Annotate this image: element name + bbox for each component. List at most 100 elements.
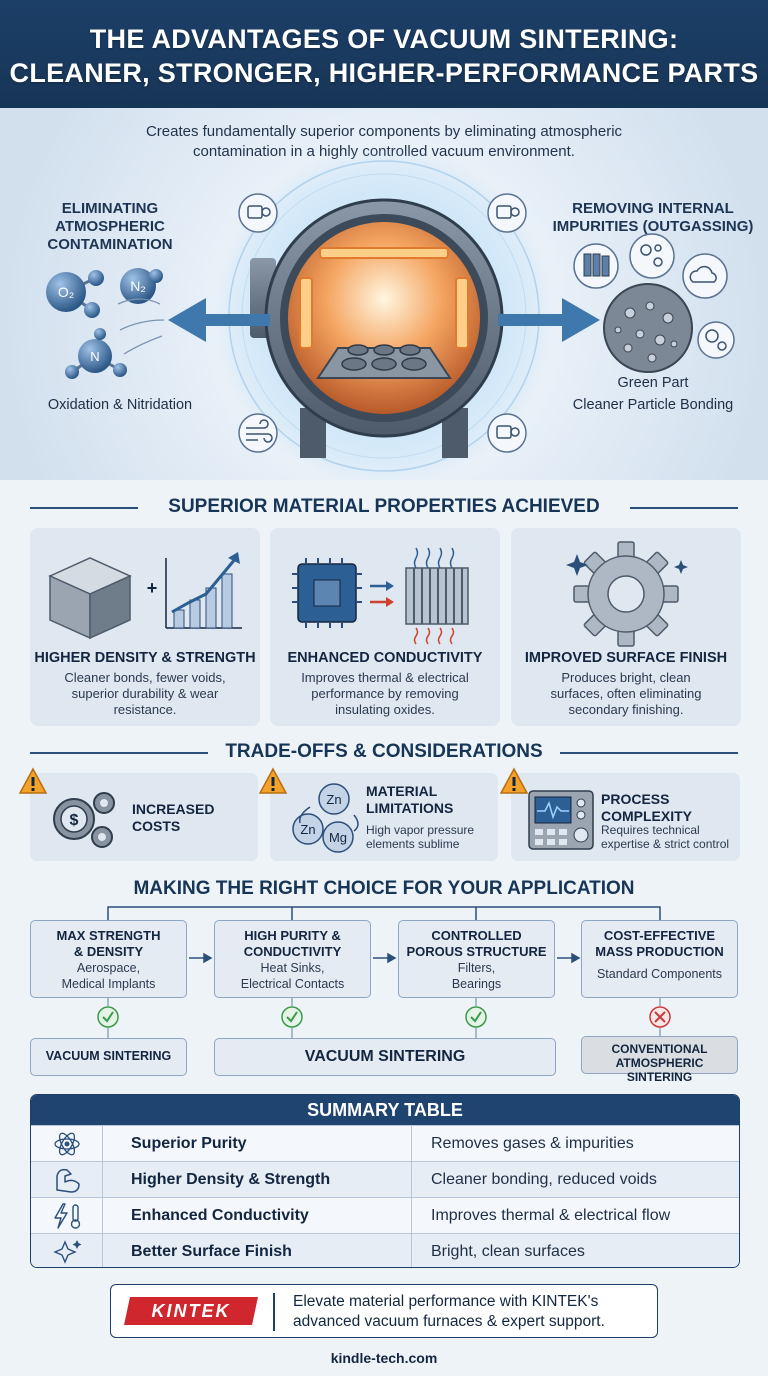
- svg-text:N₂: N₂: [130, 278, 146, 294]
- control-panel-icon: [528, 790, 594, 850]
- svg-text:N: N: [90, 349, 99, 364]
- bolt-thermometer-icon: [54, 1203, 81, 1229]
- check-icon: [97, 1006, 119, 1028]
- result-vacuum-sintering-middle: VACUUM SINTERING: [214, 1038, 556, 1076]
- page-title-line1: THE ADVANTAGES OF VACUUM SINTERING:: [89, 24, 679, 54]
- warning-icon: [499, 767, 529, 794]
- header-banner: THE ADVANTAGES OF VACUUM SINTERING: CLEA…: [0, 0, 768, 108]
- vacuum-furnace-icon: [250, 198, 504, 458]
- right-hero-title: REMOVING INTERNAL IMPURITIES (OUTGASSING…: [552, 200, 754, 235]
- gas-cloud-icon: [682, 253, 728, 299]
- cross-icon: [649, 1006, 671, 1028]
- property-name: HIGHER DENSITY & STRENGTH: [34, 650, 256, 666]
- kintek-logo: KINTEK: [124, 1297, 258, 1325]
- summary-value: Improves thermal & electrical flow: [431, 1207, 671, 1224]
- pump-icon: [487, 193, 527, 233]
- choice-connectors: [97, 906, 671, 1038]
- right-hero-caption: Green Part Cleaner Particle Bonding: [572, 375, 734, 413]
- property-card-surface: IMPROVED SURFACE FINISH Produces bright,…: [511, 528, 741, 726]
- option-title: CONTROLLED POROUS STRUCTURE: [406, 928, 547, 959]
- table-row: Superior Purity Removes gases & impuriti…: [31, 1125, 739, 1162]
- warning-icon: [18, 767, 48, 794]
- choice-option-strength: MAX STRENGTH & DENSITY Aerospace, Medica…: [30, 920, 187, 998]
- warning-icon: [258, 767, 288, 794]
- property-name: IMPROVED SURFACE FINISH: [524, 650, 728, 666]
- option-title: COST-EFFECTIVE MASS PRODUCTION: [595, 928, 724, 959]
- summary-key: Higher Density & Strength: [131, 1171, 331, 1188]
- flexed-arm-icon: [56, 1168, 80, 1193]
- outward-arrow-left: [168, 298, 270, 342]
- option-desc: Heat Sinks, Electrical Contacts: [240, 961, 345, 991]
- option-desc: Standard Components: [596, 967, 723, 981]
- table-row: Better Surface Finish Bright, clean surf…: [31, 1233, 739, 1267]
- molecule-n2-icon: N₂: [120, 268, 163, 304]
- property-desc: Cleaner bonds, fewer voids, superior dur…: [64, 670, 226, 717]
- outward-arrow-right: [498, 298, 600, 342]
- footer-url[interactable]: kindle-tech.com: [330, 1350, 438, 1366]
- pump-icon: [238, 193, 278, 233]
- tradeoff-card-costs: $ INCREASED COSTS: [18, 767, 258, 861]
- option-title: HIGH PURITY & CONDUCTIVITY: [243, 928, 342, 959]
- properties-heading: SUPERIOR MATERIAL PROPERTIES ACHIEVED: [0, 496, 768, 518]
- tradeoff-desc: High vapor pressure elements sublime: [366, 823, 475, 851]
- tradeoff-card-material: Zn Zn Mg MATERIAL LIMITATIONS High vapor…: [258, 767, 498, 861]
- gear-sparkle-icon: [566, 541, 688, 647]
- table-row: Enhanced Conductivity Improves thermal &…: [31, 1197, 739, 1234]
- atom-icon: [54, 1132, 80, 1156]
- binders-icon: [573, 243, 619, 289]
- check-icon: [465, 1006, 487, 1028]
- svg-text:Zn: Zn: [300, 822, 315, 837]
- tradeoff-title: MATERIAL LIMITATIONS: [366, 783, 454, 816]
- cost-gears-icon: $: [53, 792, 115, 848]
- sparkle-icon: [53, 1240, 82, 1264]
- bubbles-icon: [629, 233, 675, 279]
- chip-heatsink-icon: [292, 547, 469, 645]
- summary-heading: SUMMARY TABLE: [31, 1095, 739, 1125]
- metal-block-chart-icon: +: [48, 552, 242, 640]
- green-part-icon: [603, 283, 693, 373]
- tradeoff-card-complexity: PROCESS COMPLEXITY Requires technical ex…: [499, 767, 740, 861]
- svg-text:O₂: O₂: [58, 284, 74, 300]
- page-title-line2: CLEANER, STRONGER, HIGHER-PERFORMANCE PA…: [9, 58, 759, 88]
- property-desc: Improves thermal & electrical performanc…: [301, 670, 469, 717]
- choice-heading: MAKING THE RIGHT CHOICE FOR YOUR APPLICA…: [133, 878, 635, 899]
- pump-icon: [487, 413, 527, 453]
- property-name: ENHANCED CONDUCTIVITY: [287, 650, 483, 666]
- result-vacuum-sintering-left: VACUUM SINTERING: [30, 1038, 187, 1076]
- summary-key: Enhanced Conductivity: [131, 1207, 309, 1224]
- hero-section: Creates fundamentally superior component…: [0, 108, 768, 480]
- summary-value: Cleaner bonding, reduced voids: [431, 1171, 657, 1188]
- svg-text:Mg: Mg: [329, 830, 347, 845]
- property-card-density: + HIGHER DENSITY & STRENGTH Cleaner bond…: [30, 528, 260, 726]
- footer-cta: KINTEK Elevate material performance with…: [110, 1284, 658, 1338]
- footer-text: Elevate material performance with KINTEK…: [293, 1293, 605, 1330]
- option-title: MAX STRENGTH & DENSITY: [56, 928, 161, 959]
- left-hero-caption: Oxidation & Nitridation: [47, 397, 193, 413]
- hero-illustration: O₂ N₂ N: [46, 146, 735, 480]
- summary-value: Removes gases & impurities: [431, 1135, 634, 1152]
- summary-value: Bright, clean surfaces: [431, 1243, 585, 1260]
- choice-option-purity: HIGH PURITY & CONDUCTIVITY Heat Sinks, E…: [214, 920, 371, 998]
- tradeoff-title: PROCESS COMPLEXITY: [601, 791, 693, 824]
- choice-option-cost: COST-EFFECTIVE MASS PRODUCTION Standard …: [581, 920, 738, 998]
- check-icon: [281, 1006, 303, 1028]
- choice-option-porous: CONTROLLED POROUS STRUCTURE Filters, Bea…: [398, 920, 555, 998]
- molecule-n-icon: N: [65, 328, 127, 379]
- option-desc: Aerospace, Medical Implants: [61, 961, 156, 991]
- property-desc: Produces bright, clean surfaces, often e…: [550, 670, 702, 717]
- summary-key: Better Surface Finish: [131, 1243, 292, 1260]
- svg-text:Zn: Zn: [326, 792, 341, 807]
- option-desc: Filters, Bearings: [451, 961, 502, 991]
- tradeoffs-heading: TRADE-OFFS & CONSIDERATIONS: [0, 741, 768, 763]
- summary-table: SUMMARY TABLE Superior Purity Removes ga…: [30, 1094, 740, 1268]
- elements-icon: Zn Zn Mg: [292, 783, 359, 853]
- particles-icon: [697, 321, 735, 359]
- property-card-conductivity: ENHANCED CONDUCTIVITY Improves thermal &…: [270, 528, 500, 726]
- molecule-o2-icon: O₂: [46, 270, 104, 318]
- svg-text:+: +: [147, 578, 158, 598]
- airflow-icon: [238, 413, 278, 453]
- svg-text:$: $: [70, 812, 79, 829]
- table-row: Higher Density & Strength Cleaner bondin…: [31, 1161, 739, 1198]
- result-conventional-sintering: CONVENTIONAL ATMOSPHERIC SINTERING: [581, 1036, 738, 1084]
- tradeoff-desc: Requires technical expertise & strict co…: [601, 823, 730, 851]
